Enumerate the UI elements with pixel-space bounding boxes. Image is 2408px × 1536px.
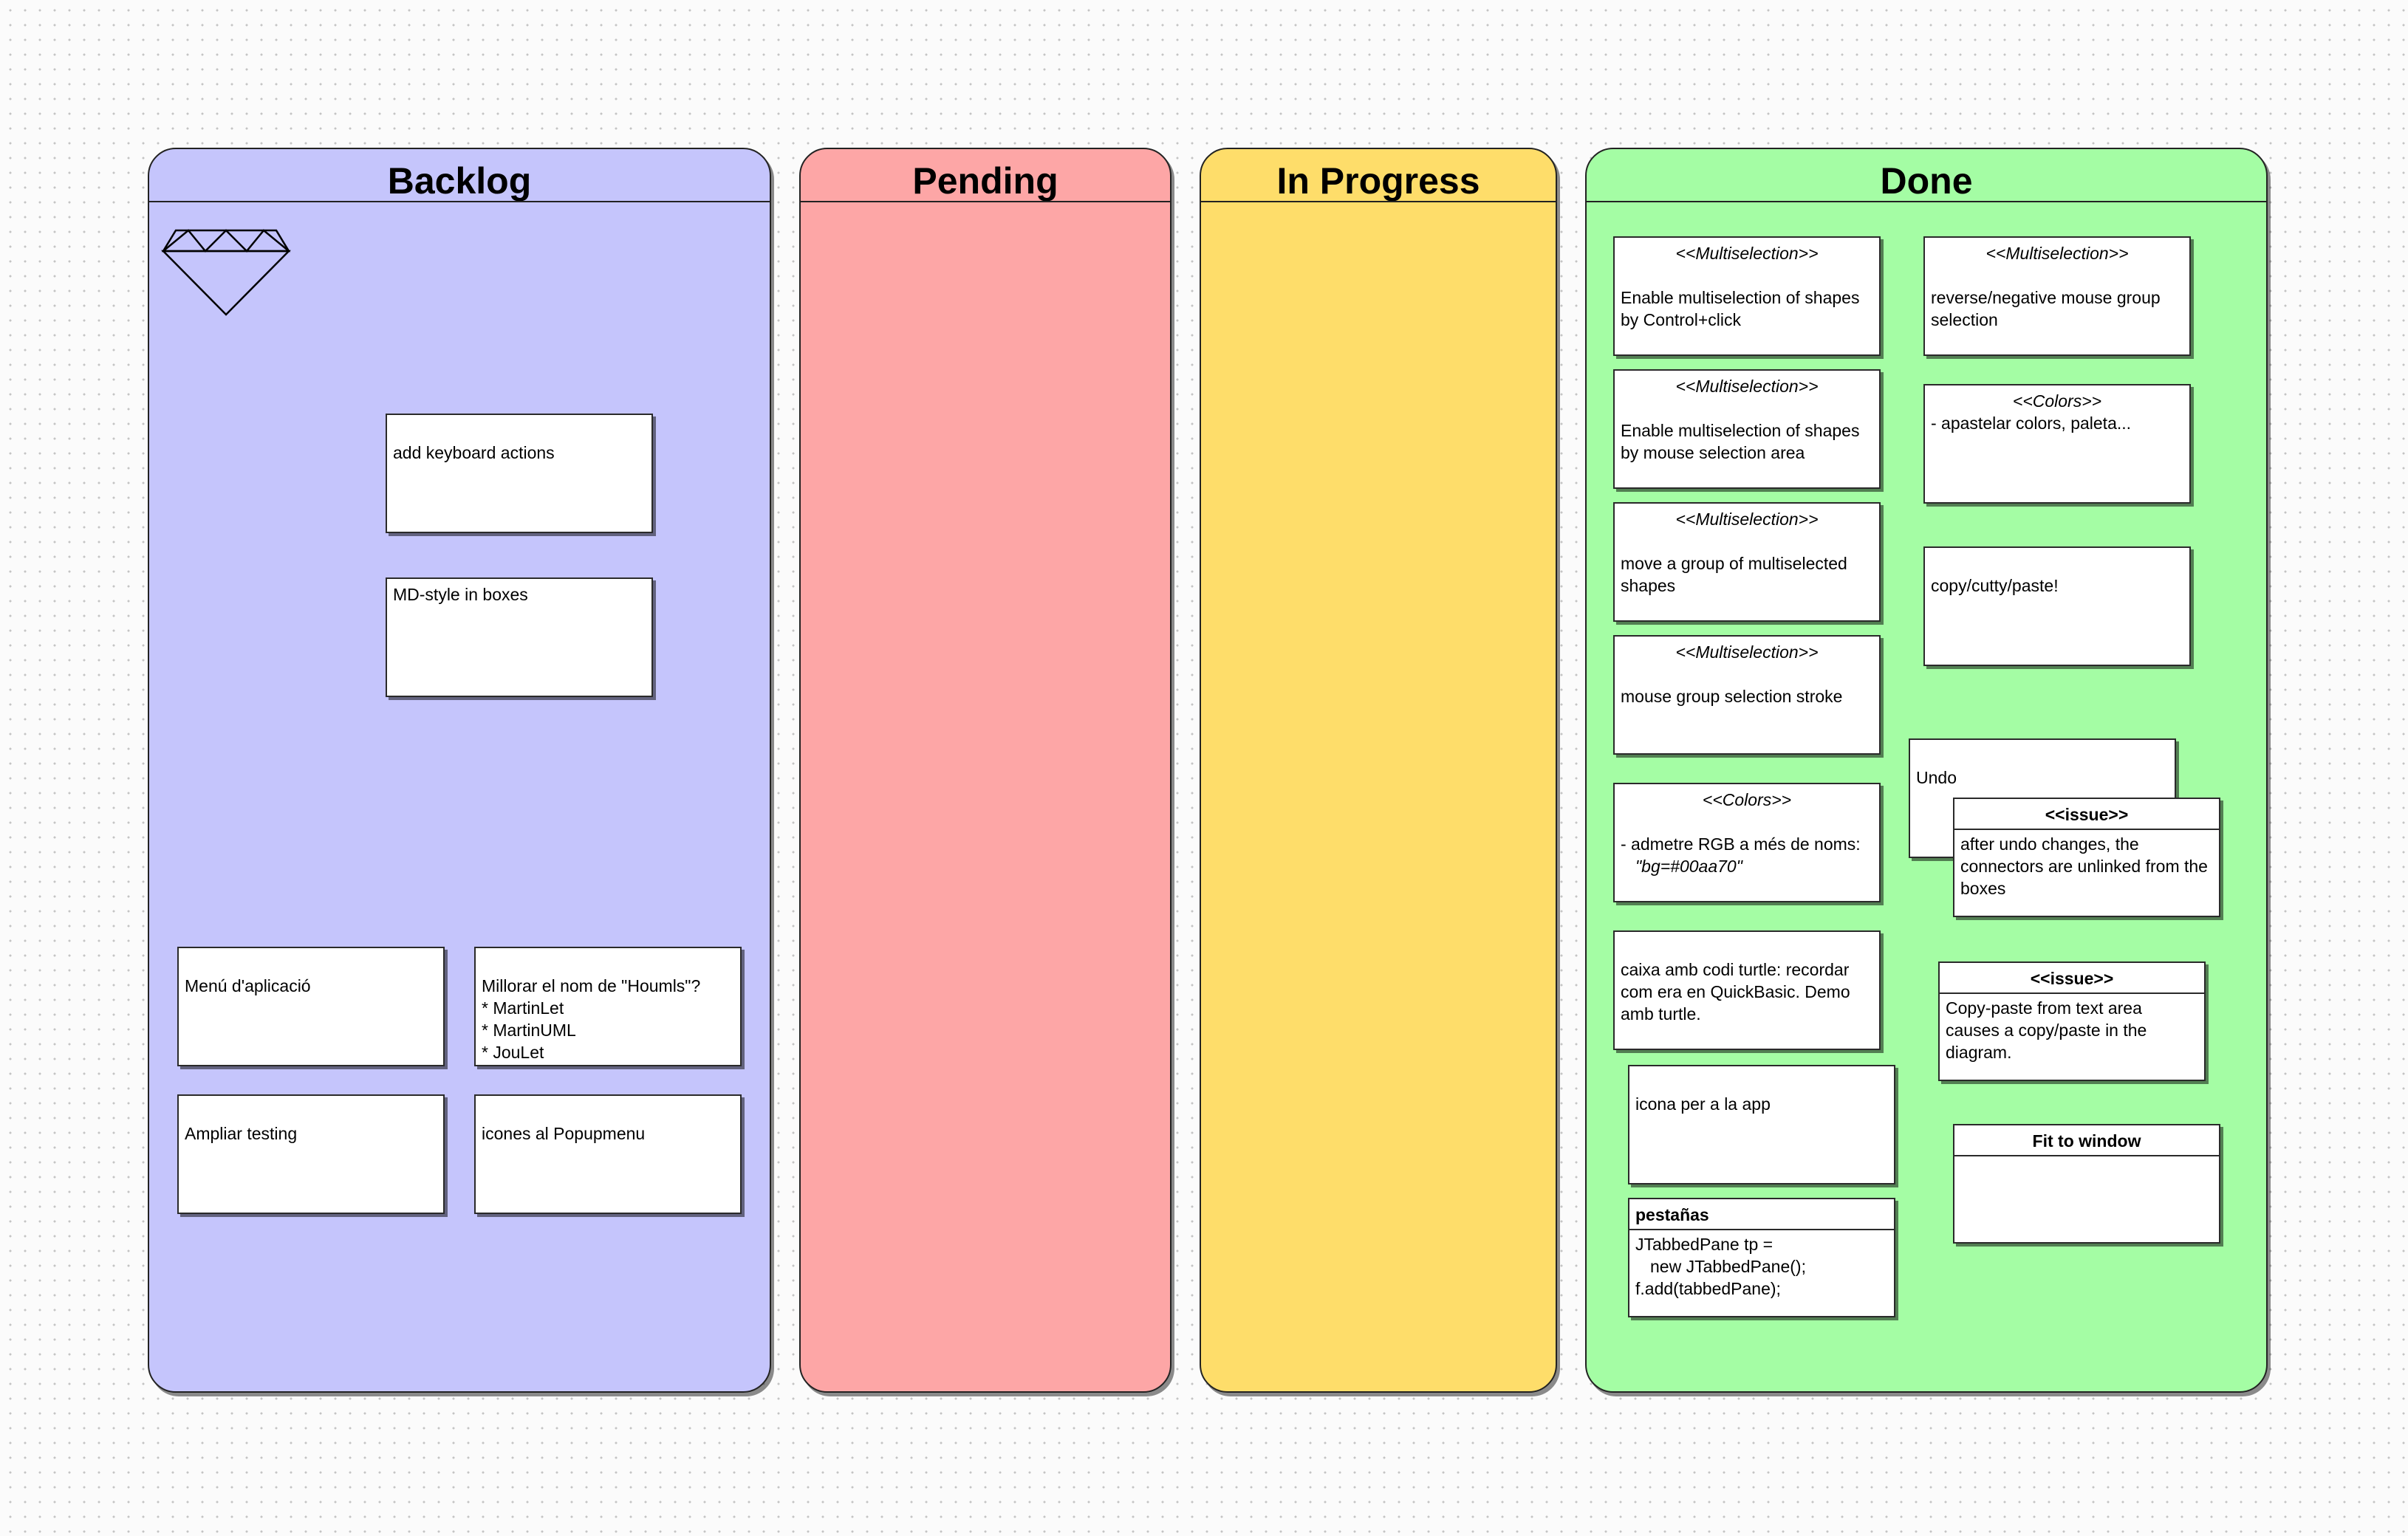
card-multiselection-control-click[interactable]: <<Multiselection>> Enable multiselection…: [1613, 236, 1881, 356]
card-text: Enable multiselection of shapes by Contr…: [1621, 288, 1860, 329]
card-multiselection-reverse[interactable]: <<Multiselection>> reverse/negative mous…: [1923, 236, 2191, 356]
card-stereotype: <<Multiselection>>: [1675, 244, 1819, 263]
card-issue-copy-paste[interactable]: <<issue>> Copy-paste from text area caus…: [1938, 961, 2206, 1081]
card-title: <<issue>>: [1954, 803, 2219, 830]
card-menu-aplicacio[interactable]: Menú d'aplicació: [177, 947, 445, 1066]
lane-pending[interactable]: Pending: [799, 148, 1171, 1393]
card-title: <<issue>>: [1940, 967, 2204, 994]
card-text: icona per a la app: [1635, 1094, 1771, 1114]
card-fit-to-window[interactable]: Fit to window: [1953, 1124, 2220, 1244]
card-text: move a group of multiselected shapes: [1621, 554, 1847, 595]
lane-title-pending: Pending: [801, 149, 1170, 202]
card-app-icon[interactable]: icona per a la app: [1628, 1065, 1895, 1184]
card-text: Enable multiselection of shapes by mouse…: [1621, 421, 1860, 462]
lane-title-in-progress: In Progress: [1201, 149, 1556, 202]
card-text: caixa amb codi turtle: recordar com era …: [1621, 960, 1850, 1024]
card-text: Ampliar testing: [185, 1124, 298, 1143]
card-text: Menú d'aplicació: [185, 976, 311, 995]
card-code: "bg=#00aa70": [1635, 857, 1742, 876]
card-copy-paste[interactable]: copy/cutty/paste!: [1923, 546, 2191, 666]
card-text: after undo changes, the connectors are u…: [1960, 834, 2208, 898]
card-issue-undo[interactable]: <<issue>> after undo changes, the connec…: [1953, 798, 2220, 917]
card-text: - apastelar colors, paleta...: [1931, 414, 2132, 433]
card-rename-houmls[interactable]: Millorar el nom de "Houmls"? * MartinLet…: [474, 947, 742, 1066]
card-icones-popupmenu[interactable]: icones al Popupmenu: [474, 1094, 742, 1214]
card-colors-pastel[interactable]: <<Colors>> - apastelar colors, paleta...: [1923, 384, 2191, 504]
code-line-2: new JTabbedPane();: [1650, 1257, 1806, 1276]
card-stereotype: <<Multiselection>>: [1675, 642, 1819, 662]
card-text: mouse group selection stroke: [1621, 687, 1843, 706]
card-stereotype: <<Multiselection>>: [1985, 244, 2129, 263]
card-text: reverse/negative mouse group selection: [1931, 288, 2161, 329]
card-add-keyboard-actions[interactable]: add keyboard actions: [386, 414, 653, 533]
card-text: add keyboard actions: [393, 443, 555, 462]
card-colors-rgb[interactable]: <<Colors>> - admetre RGB a més de noms: …: [1613, 783, 1881, 902]
lane-in-progress[interactable]: In Progress: [1200, 148, 1557, 1393]
card-text: Millorar el nom de "Houmls"? * MartinLet…: [482, 976, 701, 1062]
lane-title-done: Done: [1587, 149, 2266, 202]
card-title: pestañas: [1629, 1204, 1894, 1230]
card-text: - admetre RGB a més de noms:: [1621, 834, 1861, 854]
card-pestanas[interactable]: pestañas JTabbedPane tp = new JTabbedPan…: [1628, 1198, 1895, 1317]
lane-title-backlog: Backlog: [149, 149, 770, 202]
code-line-1: JTabbedPane tp =: [1635, 1235, 1773, 1254]
card-turtle[interactable]: caixa amb codi turtle: recordar com era …: [1613, 930, 1881, 1050]
card-md-style[interactable]: MD-style in boxes: [386, 577, 653, 697]
card-stereotype: <<Colors>>: [1702, 790, 1792, 809]
card-text: MD-style in boxes: [393, 585, 528, 604]
card-stereotype: <<Multiselection>>: [1675, 510, 1819, 529]
card-title: Fit to window: [1954, 1130, 2219, 1156]
code-line-3: f.add(tabbedPane);: [1635, 1279, 1781, 1298]
card-text: copy/cutty/paste!: [1931, 576, 2059, 595]
card-text: icones al Popupmenu: [482, 1124, 646, 1143]
card-ampliar-testing[interactable]: Ampliar testing: [177, 1094, 445, 1214]
card-text: Undo: [1916, 768, 1957, 787]
card-multiselection-stroke[interactable]: <<Multiselection>> mouse group selection…: [1613, 635, 1881, 755]
card-stereotype: <<Colors>>: [2012, 391, 2102, 411]
card-multiselection-area[interactable]: <<Multiselection>> Enable multiselection…: [1613, 369, 1881, 489]
card-text: Copy-paste from text area causes a copy/…: [1946, 998, 2147, 1062]
card-multiselection-move-group[interactable]: <<Multiselection>> move a group of multi…: [1613, 502, 1881, 622]
card-stereotype: <<Multiselection>>: [1675, 377, 1819, 396]
diamond-icon: [161, 229, 291, 316]
